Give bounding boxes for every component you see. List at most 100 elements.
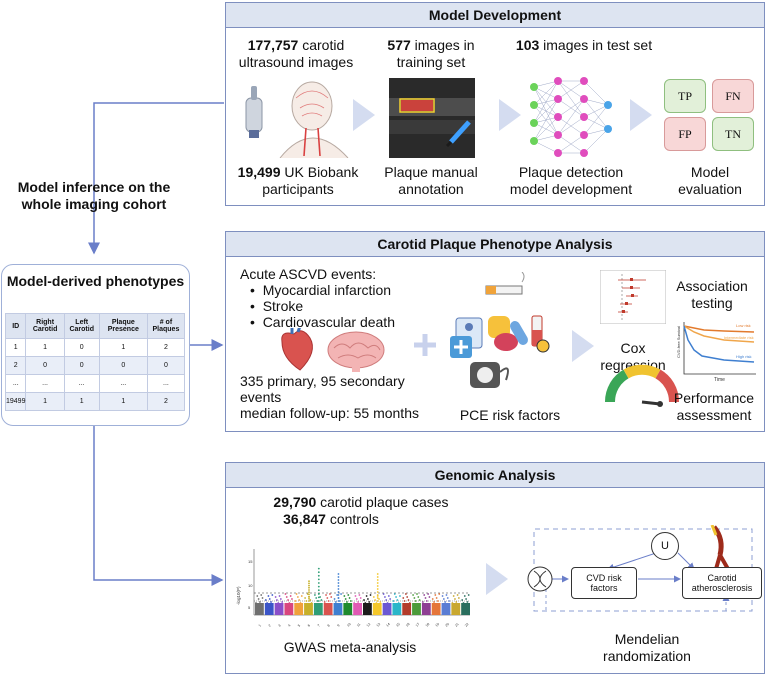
snp-point [308,593,310,596]
snp-point [461,599,464,601]
cases-text: carotid plaque cases [320,494,449,510]
col-header: Left Carotid [63,313,100,339]
chromosome-band [372,603,382,615]
mr-diagram [527,525,753,612]
snp-point [317,592,320,595]
plus-icon [414,334,436,356]
controls-count: 36,847 [283,511,326,527]
chevron-right-icon [353,99,375,131]
xtick-label: 5 [297,623,301,627]
snp-point [323,601,326,603]
snp-point [278,595,281,597]
snp-point [403,600,406,602]
snp-point [376,594,379,596]
xtick-label: 22 [464,622,470,628]
events-block: Acute ASCVD events: • Myocardial infarct… [240,266,440,330]
events-counts-block: 335 primary, 95 secondary events median … [240,373,440,421]
xtick-label: 9 [336,623,340,627]
xtick-label: 18 [425,622,431,628]
chromosome-band [333,603,343,615]
snp-point [285,596,288,598]
snp-point [256,595,259,597]
table-cell: ... [63,374,100,393]
snp-point [417,596,420,598]
snp-point [326,597,329,599]
snp-point [408,602,411,604]
images-count: 177,757 [247,37,299,53]
snp-point [386,602,389,604]
snp-point [295,593,298,595]
snp-point [264,599,267,601]
snp-point [404,593,407,595]
col-header: # of Plaques [146,313,186,339]
snp-point [376,579,379,581]
snp-point [393,593,396,595]
snp-point [445,594,448,596]
snp-point [308,580,310,583]
performance-label: Performance assessment [673,390,755,423]
snp-point [337,585,340,587]
annotated-ultrasound-image [389,78,475,158]
followup-text: median follow-up: 55 months [240,405,419,421]
ytick-label: 15 [248,559,253,564]
ultrasound-participant-icon [245,81,349,158]
chevron-right-icon [630,99,652,131]
snp-point [268,598,271,600]
snp-point [376,597,379,599]
table-row: 1 1 0 1 2 [4,338,186,357]
snp-point [317,571,320,574]
snp-point [287,599,289,601]
snp-point [418,599,421,601]
snp-point [372,596,375,598]
chevron-right-icon [499,99,521,131]
snp-point [308,582,310,585]
cases-count: 29,790 [273,494,317,510]
snp-point [395,596,397,598]
snp-point [259,601,261,603]
snp-point [387,595,390,597]
table-cell: 0 [98,356,148,375]
snp-point [308,600,310,602]
snp-point [425,600,428,602]
snp-point [457,597,460,599]
snp-point [399,595,401,597]
snp-point [369,594,372,596]
forest-plot-icon [600,270,666,324]
snp-point [389,598,392,600]
chromosome-band [255,603,264,615]
chromosome-band [353,603,362,615]
detection-label: Plaque detection model development [509,164,633,197]
table-row: ... ... ... ... ... [4,374,186,393]
participants-caption: 19,499 UK Biobank participants [228,164,368,198]
snp-point [357,601,359,603]
snp-point [333,598,336,600]
chevron-right-icon [486,563,508,595]
snp-point [423,594,426,596]
xtick-label: 10 [346,622,352,628]
snp-point [435,597,438,599]
pce-risk-factors-icon [450,272,550,388]
snp-point [271,594,274,596]
snp-point [343,595,346,597]
snp-point [462,602,465,604]
model-development-panel: Model Development 177,757 carotid ultras… [225,2,765,206]
cox-label: Cox regression [600,340,666,373]
list-item: • Stroke [250,298,304,314]
snp-point [442,598,445,600]
confounder-node: U [651,532,679,560]
snp-point [375,602,378,604]
confusion-cell-fp: FP [664,117,706,151]
snp-point [277,602,280,604]
snp-point [299,602,302,604]
km-high-label: High risk [736,354,752,359]
snp-point [261,597,264,599]
phenotype-analysis-panel: Carotid Plaque Phenotype Analysis Acute … [225,231,765,432]
km-curve-icon: Low risk Intermediate risk High risk Tim… [676,322,756,383]
snp-point [364,602,367,604]
snp-point [305,600,308,602]
annotation-label: Plaque manual annotation [384,164,478,197]
snp-point [317,585,320,588]
neural-network-icon [530,77,612,157]
chromosome-band [313,603,323,615]
snp-point [451,602,454,604]
